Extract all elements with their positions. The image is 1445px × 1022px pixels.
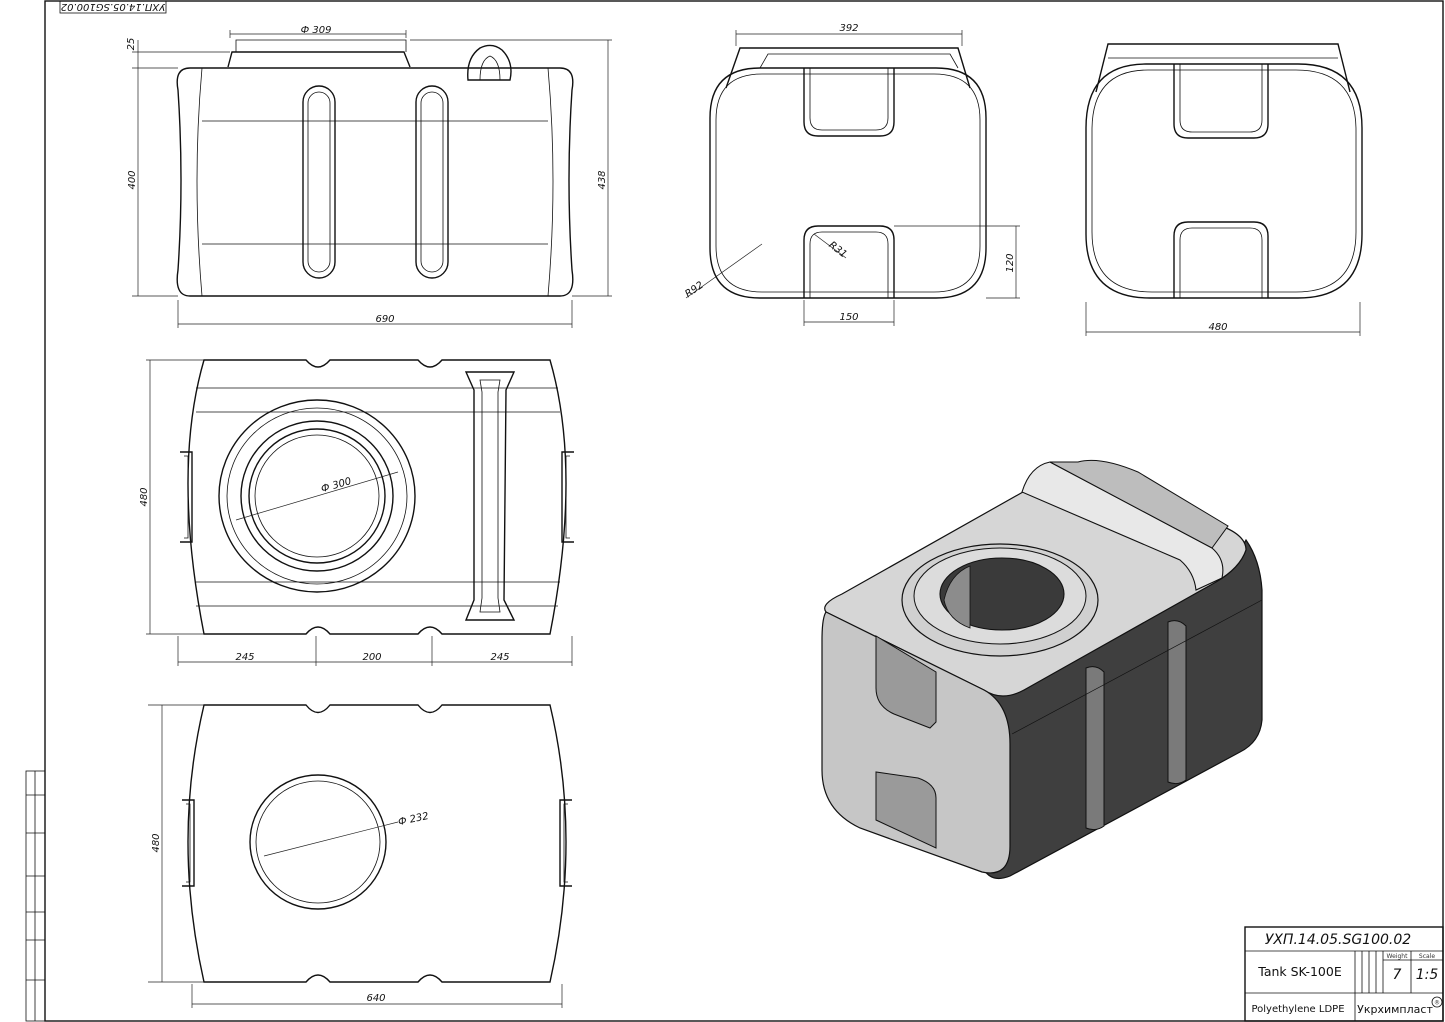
bottom-dim-length: 640 xyxy=(366,993,385,1004)
side-left-dim-width: 392 xyxy=(839,23,858,34)
material-text: Polyethylene LDPE xyxy=(1251,1004,1344,1015)
top-view: Ф 300 480 245 200 245 xyxy=(139,359,574,666)
top-dim-seg-1: 245 xyxy=(235,652,254,663)
title-code: УХП.14.05.SG100.02 xyxy=(1265,932,1411,948)
brand-mark: ® xyxy=(1434,1000,1440,1007)
front-dim-diameter: Ф 309 xyxy=(301,25,332,36)
side-stamp xyxy=(25,770,46,1022)
title-name: Tank SK-100E xyxy=(1257,964,1342,979)
corner-code-text: УХП.14.05.SG100.02 xyxy=(61,1,166,12)
corner-code-box: УХП.14.05.SG100.02 xyxy=(59,0,167,14)
front-dim-length: 690 xyxy=(375,314,394,325)
bottom-dim-height: 480 xyxy=(151,833,162,852)
registered-mark-icon xyxy=(1431,996,1443,1008)
isometric-view xyxy=(821,459,1263,879)
sheet-border xyxy=(44,0,1444,1022)
title-block: УХП.14.05.SG100.02 Tank SK-100E Weight S… xyxy=(1244,926,1444,1022)
side-left-dim-notch-width: 150 xyxy=(839,312,858,323)
bottom-dim-diameter: Ф 232 xyxy=(397,811,429,828)
front-dim-height-left: 400 xyxy=(127,170,138,189)
bottom-view: Ф 232 480 640 xyxy=(148,704,572,1008)
front-dim-height-right: 438 xyxy=(597,170,608,189)
top-dim-seg-3: 245 xyxy=(490,652,509,663)
brand-text: Укрхимпласт xyxy=(1357,1003,1433,1016)
weight-label: Weight xyxy=(1387,953,1409,960)
top-dim-seg-2: 200 xyxy=(362,652,381,663)
top-dim-height: 480 xyxy=(139,487,150,506)
side-view-right: 480 xyxy=(1085,43,1363,336)
scale-value: 1:5 xyxy=(1416,967,1439,983)
side-right-dim-width: 480 xyxy=(1208,322,1227,333)
front-view: Ф 309 25 400 438 690 xyxy=(126,25,612,328)
front-dim-offset: 25 xyxy=(126,38,137,51)
top-dim-diameter: Ф 300 xyxy=(320,476,353,495)
scale-label: Scale xyxy=(1419,953,1435,960)
side-left-dim-radius-outer: R92 xyxy=(683,280,705,300)
weight-value: 7 xyxy=(1393,967,1402,983)
side-view-left: 392 R92 R31 120 150 xyxy=(683,23,1020,326)
side-left-dim-notch-height: 120 xyxy=(1005,253,1016,272)
